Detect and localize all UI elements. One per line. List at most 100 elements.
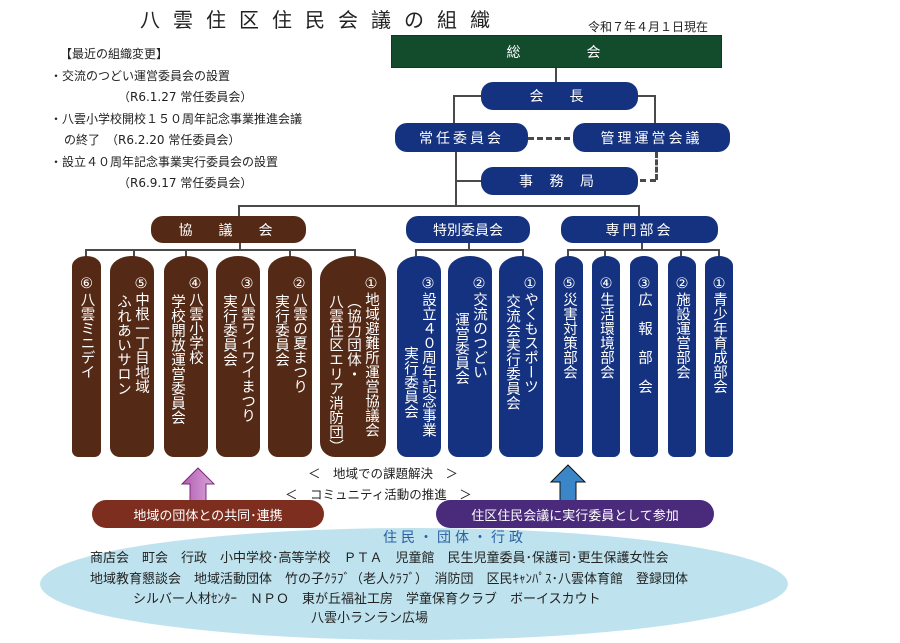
special-member-2[interactable]: ②交流のつどい 運営委員会 (448, 256, 492, 457)
member-label-line: ふれあいサロン (115, 294, 131, 396)
connector (238, 205, 640, 207)
council-member-2[interactable]: ②八雲の夏まつり 実行委員会 (268, 256, 312, 457)
member-label-line: 実行委員会 (273, 294, 289, 367)
goal-text: ＜ コミュニティ活動の推進 ＞ (285, 487, 472, 502)
change-line: （R6.9.17 常任委員会） (118, 176, 253, 190)
general-assembly-label: 総 会 (506, 44, 607, 61)
council-member-5[interactable]: ⑤中根一丁目地域 ふれあいサロン (110, 256, 154, 457)
connector (185, 249, 187, 259)
member-label: ⑤災害対策部会 (561, 276, 577, 379)
member-label-line: 学校開放運営委員会 (169, 294, 185, 425)
connector (718, 249, 720, 259)
connector (453, 95, 483, 97)
expert-member-1[interactable]: ①青少年育成部会 (705, 256, 733, 457)
expert-member-3[interactable]: ③広 報 部 会 (630, 256, 658, 457)
change-line: ・八雲小学校開校１５０周年記念事業推進会議 (50, 111, 303, 126)
connector (289, 249, 291, 259)
member-label: ⑤中根一丁目地域 (133, 276, 149, 394)
connector (638, 205, 640, 217)
connector (654, 95, 656, 125)
connector (468, 242, 470, 250)
member-label-line: 実行委員会 (221, 294, 237, 367)
connector (641, 242, 643, 250)
member-label: ①やくもスポーツ (522, 276, 538, 394)
council-member-6[interactable]: ⑥八雲ミニデイ (72, 256, 101, 457)
council-box[interactable]: 協 議 会 (151, 216, 306, 243)
member-label: ①地域避難所運営協議会 (363, 276, 379, 437)
member-label: ④八雲小学校 (187, 276, 203, 365)
connector (415, 249, 523, 251)
banner-cooperation-label: 地域の団体との共同･連携 (133, 508, 283, 524)
council-member-4[interactable]: ④八雲小学校 学校開放運営委員会 (164, 256, 208, 457)
standing-committee-label: 常任委員会 (419, 130, 504, 147)
base-row: 八雲小ランラン広場 (311, 611, 429, 626)
chairman-box[interactable]: 会 長 (481, 82, 638, 110)
connector (522, 249, 524, 259)
connector (567, 249, 720, 251)
member-label: ④生活環境部会 (598, 276, 614, 379)
change-line: （R6.1.27 常任委員会） (118, 90, 253, 104)
base-row: 地域教育懇談会 地域活動団体 竹の子ｸﾗﾌﾞ（老人ｸﾗﾌﾞ） 消防団 区民ｷｬﾝ… (90, 572, 689, 587)
connector (354, 249, 356, 259)
member-label-line: 実行委員会 (402, 346, 418, 419)
connector (238, 205, 240, 217)
connector (680, 249, 682, 259)
change-line: ・設立４０周年記念事業実行委員会の設置 (50, 154, 279, 169)
base-heading: 住民・団体・行政 (383, 530, 527, 546)
member-label: ②交流のつどい (471, 276, 487, 379)
recent-changes-heading: 【最近の組織変更】 (60, 47, 169, 61)
secretariat-box[interactable]: 事 務 局 (481, 167, 638, 195)
secretariat-label: 事 務 局 (519, 174, 600, 190)
banner-participation: 住区住民会議に実行委員として参加 (436, 500, 714, 528)
change-line: の終了 （R6.2.20 常任委員会） (64, 133, 241, 147)
page-title: 八雲住区住民会議の組織 (140, 8, 503, 32)
connector (85, 249, 87, 259)
member-label: ⑥八雲ミニデイ (78, 276, 95, 379)
member-label-line: 交流会実行委員会 (504, 294, 520, 410)
expert-member-5[interactable]: ⑤災害対策部会 (555, 256, 583, 457)
council-label: 協 議 会 (178, 222, 279, 239)
member-label-line: 運営委員会 (453, 312, 469, 385)
member-label-line: 八雲住区エリア消防団） (327, 294, 343, 454)
connector (455, 180, 481, 182)
standing-committee-box[interactable]: 常任委員会 (395, 123, 528, 152)
connector (133, 249, 135, 259)
connector (415, 249, 417, 259)
management-council-label: 管理運営会議 (600, 130, 703, 147)
member-label: ③八雲ワイワイまつり (239, 276, 255, 423)
change-line: ・交流のつどい運営委員会の設置 (50, 68, 231, 83)
council-member-1[interactable]: ①地域避難所運営協議会 （協力団体・ 八雲住区エリア消防団） (320, 256, 386, 457)
expert-member-4[interactable]: ④生活環境部会 (592, 256, 620, 457)
recent-changes: 【最近の組織変更】 ・交流のつどい運営委員会の設置 （R6.1.27 常任委員会… (50, 44, 302, 195)
member-label: ③広 報 部 会 (636, 276, 652, 394)
member-label: ③設立４０周年記念事業 (420, 276, 436, 437)
base-row: 商店会 町会 行政 小中学校･高等学校 ＰＴＡ 児童館 民生児童委員･保護司･更… (90, 551, 669, 566)
member-label-line: （協力団体・ (345, 294, 361, 381)
connector (453, 95, 455, 125)
connector (455, 150, 457, 205)
expert-member-2[interactable]: ②施設運営部会 (668, 256, 696, 457)
management-council-box[interactable]: 管理運営会議 (573, 123, 730, 152)
chairman-label: 会 長 (529, 89, 590, 105)
council-member-3[interactable]: ③八雲ワイワイまつり 実行委員会 (216, 256, 260, 457)
special-committee-label: 特別委員会 (433, 222, 503, 239)
connector (567, 249, 569, 259)
member-label: ②施設運営部会 (674, 276, 690, 379)
banner-participation-label: 住区住民会議に実行委員として参加 (471, 508, 679, 524)
base-ellipse (40, 528, 788, 640)
expert-divisions-box[interactable]: 専門部会 (561, 216, 718, 243)
special-member-3[interactable]: ③設立４０周年記念事業 実行委員会 (397, 256, 441, 457)
dashed-connector (528, 137, 570, 140)
dashed-connector (655, 152, 658, 180)
expert-divisions-label: 専門部会 (605, 222, 674, 239)
member-label: ①青少年育成部会 (711, 276, 727, 394)
base-row: シルバー人材ｾﾝﾀｰ ＮＰＯ 東が丘福祉工房 学童保育クラブ ボーイスカウト (133, 592, 601, 607)
as-of-date: 令和７年４月１日現在 (588, 20, 709, 34)
general-assembly-box[interactable]: 総 会 (391, 35, 722, 68)
connector (630, 95, 656, 97)
special-member-1[interactable]: ①やくもスポーツ 交流会実行委員会 (499, 256, 543, 457)
banner-cooperation: 地域の団体との共同･連携 (92, 500, 324, 528)
dashed-connector (640, 179, 656, 182)
special-committee-box[interactable]: 特別委員会 (406, 216, 530, 243)
connector (604, 249, 606, 259)
